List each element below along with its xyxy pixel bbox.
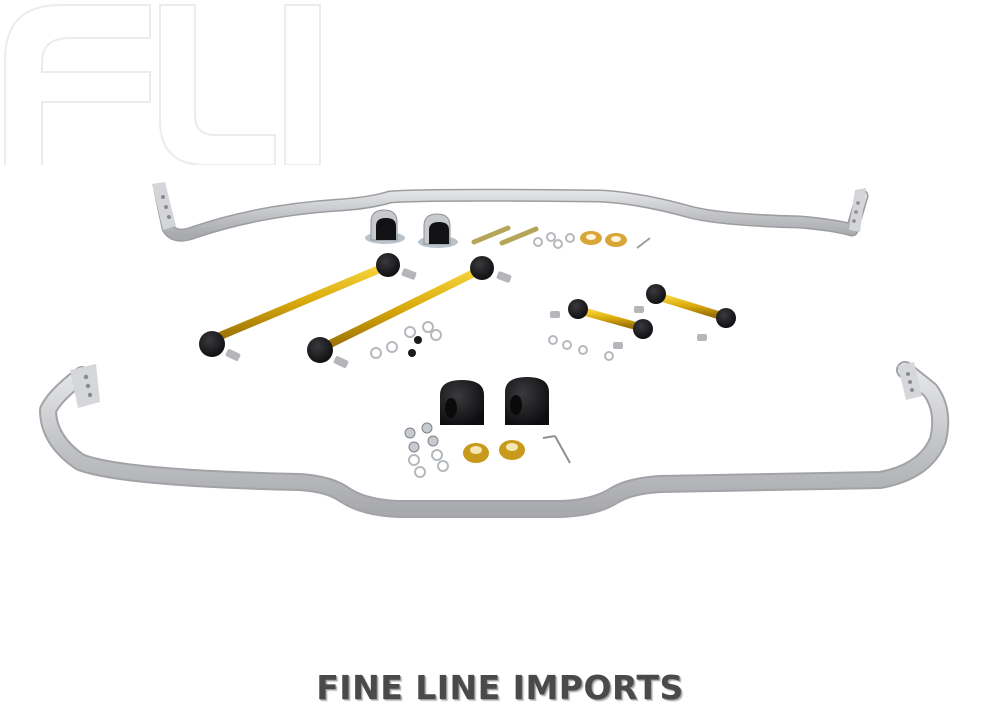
bottom-collars xyxy=(463,435,571,464)
long-end-links xyxy=(199,253,512,368)
bracket-bushings xyxy=(365,209,458,248)
bolts xyxy=(471,225,539,246)
hardware-bottom xyxy=(404,422,449,478)
fli-watermark xyxy=(4,4,321,165)
hardware-mid xyxy=(370,321,442,359)
rear-sway-bar xyxy=(39,361,950,518)
washers-top xyxy=(533,232,575,249)
top-collars xyxy=(580,231,651,249)
front-sway-bar xyxy=(152,182,869,242)
washers-short-links xyxy=(548,335,614,361)
brand-logo-text: FINE LINE IMPORTS xyxy=(316,668,684,707)
poly-bushings xyxy=(440,377,549,425)
short-end-links xyxy=(550,284,736,349)
